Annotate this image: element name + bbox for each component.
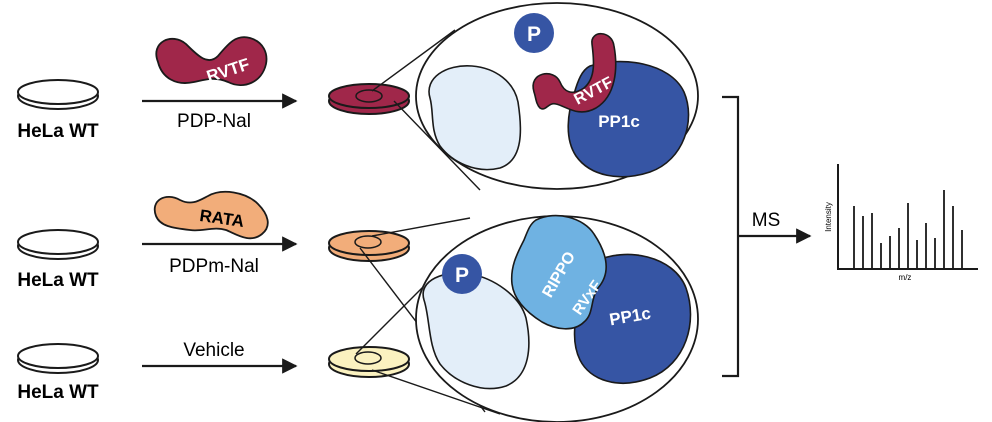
top-bound-peptide-worm — [532, 32, 617, 113]
row-3-hela-dish — [17, 343, 99, 374]
row-2-cell-label: HeLa WT — [17, 270, 99, 291]
row-1-treatment-label: PDP-Nal — [177, 111, 251, 132]
ms-label: MS — [752, 210, 781, 231]
top-pp1c-label: PP1c — [598, 112, 640, 131]
row-1-peptide-worm: RVTF — [155, 36, 268, 86]
spectrum-x-label: m/z — [899, 273, 912, 282]
row-3-vehicle-dish — [328, 346, 410, 378]
mass-spectrum-plot: Intensity m/z — [824, 164, 978, 282]
row-1-hela-dish — [17, 79, 99, 110]
top-phosphatase-label: P — [527, 23, 541, 46]
bottom-phosphatase-label: P — [455, 264, 469, 287]
row-2-treatment-label: PDPm-Nal — [169, 256, 259, 277]
row-2-peptide-worm: RATA — [153, 190, 269, 240]
row-1-treated-dish — [328, 83, 410, 115]
spectrum-y-label: Intensity — [824, 202, 833, 232]
row-3-treatment-label: Vehicle — [183, 340, 244, 361]
row-2-hela-dish — [17, 229, 99, 260]
bottom-rippo-blob — [510, 214, 607, 330]
row-2-treated-dish — [328, 230, 410, 262]
top-substrate-blob — [428, 65, 522, 171]
bottom-zoom-circle: PP1c RIPPO RVxF P — [415, 214, 699, 422]
row-1-cell-label: HeLa WT — [17, 121, 99, 142]
top-phosphatase-circle — [514, 13, 554, 53]
sample-pooling-bracket — [722, 95, 740, 378]
top-zoom-circle: PP1c RVTF P — [415, 2, 699, 190]
bottom-phosphatase-circle — [442, 254, 482, 294]
row-3-cell-label: HeLa WT — [17, 382, 99, 403]
